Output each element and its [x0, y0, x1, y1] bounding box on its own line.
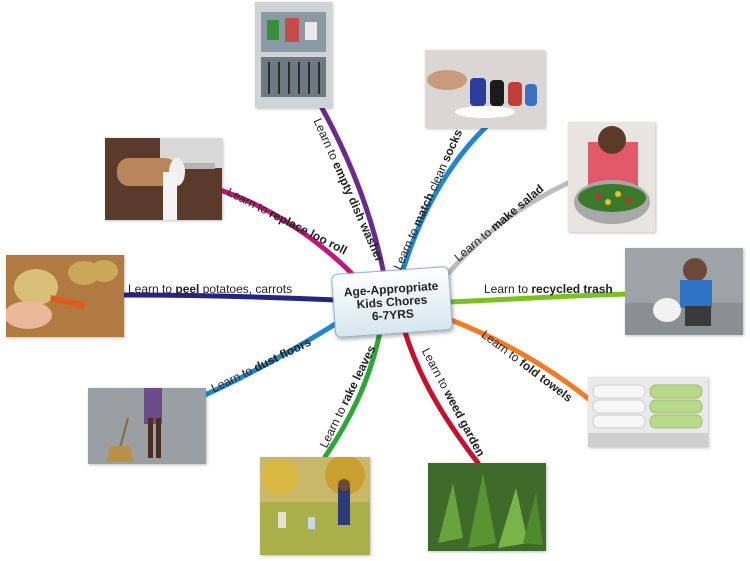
- potatoes-photo: [6, 255, 124, 337]
- branch-leaves: [322, 329, 383, 460]
- leaves-photo: [260, 457, 370, 555]
- trash-photo: [625, 248, 743, 335]
- central-topic-title: Age-Appropriate Kids Chores 6-7YRS: [336, 278, 448, 326]
- broom-photo: [88, 388, 206, 464]
- central-topic: Age-Appropriate Kids Chores 6-7YRS: [330, 265, 454, 339]
- label-trash: Learn to recycled trash: [484, 282, 613, 296]
- socks-photo: [425, 50, 545, 128]
- towels-photo: [588, 377, 708, 447]
- branch-looroll: [217, 187, 363, 285]
- weeds-photo: [428, 463, 546, 551]
- branch-dishwasher: [319, 105, 388, 283]
- dishwasher-photo: [255, 2, 332, 108]
- branch-weed: [402, 329, 481, 466]
- branch-potatoes: [119, 292, 339, 303]
- branch-floors: [202, 315, 348, 398]
- branch-trash: [446, 291, 631, 305]
- branch-towels: [443, 315, 593, 403]
- toilet-roll-photo: [105, 138, 222, 220]
- branch-salad: [437, 180, 571, 285]
- label-potatoes: Learn to peel potatoes, carrots: [128, 282, 293, 296]
- salad-photo: [568, 122, 655, 232]
